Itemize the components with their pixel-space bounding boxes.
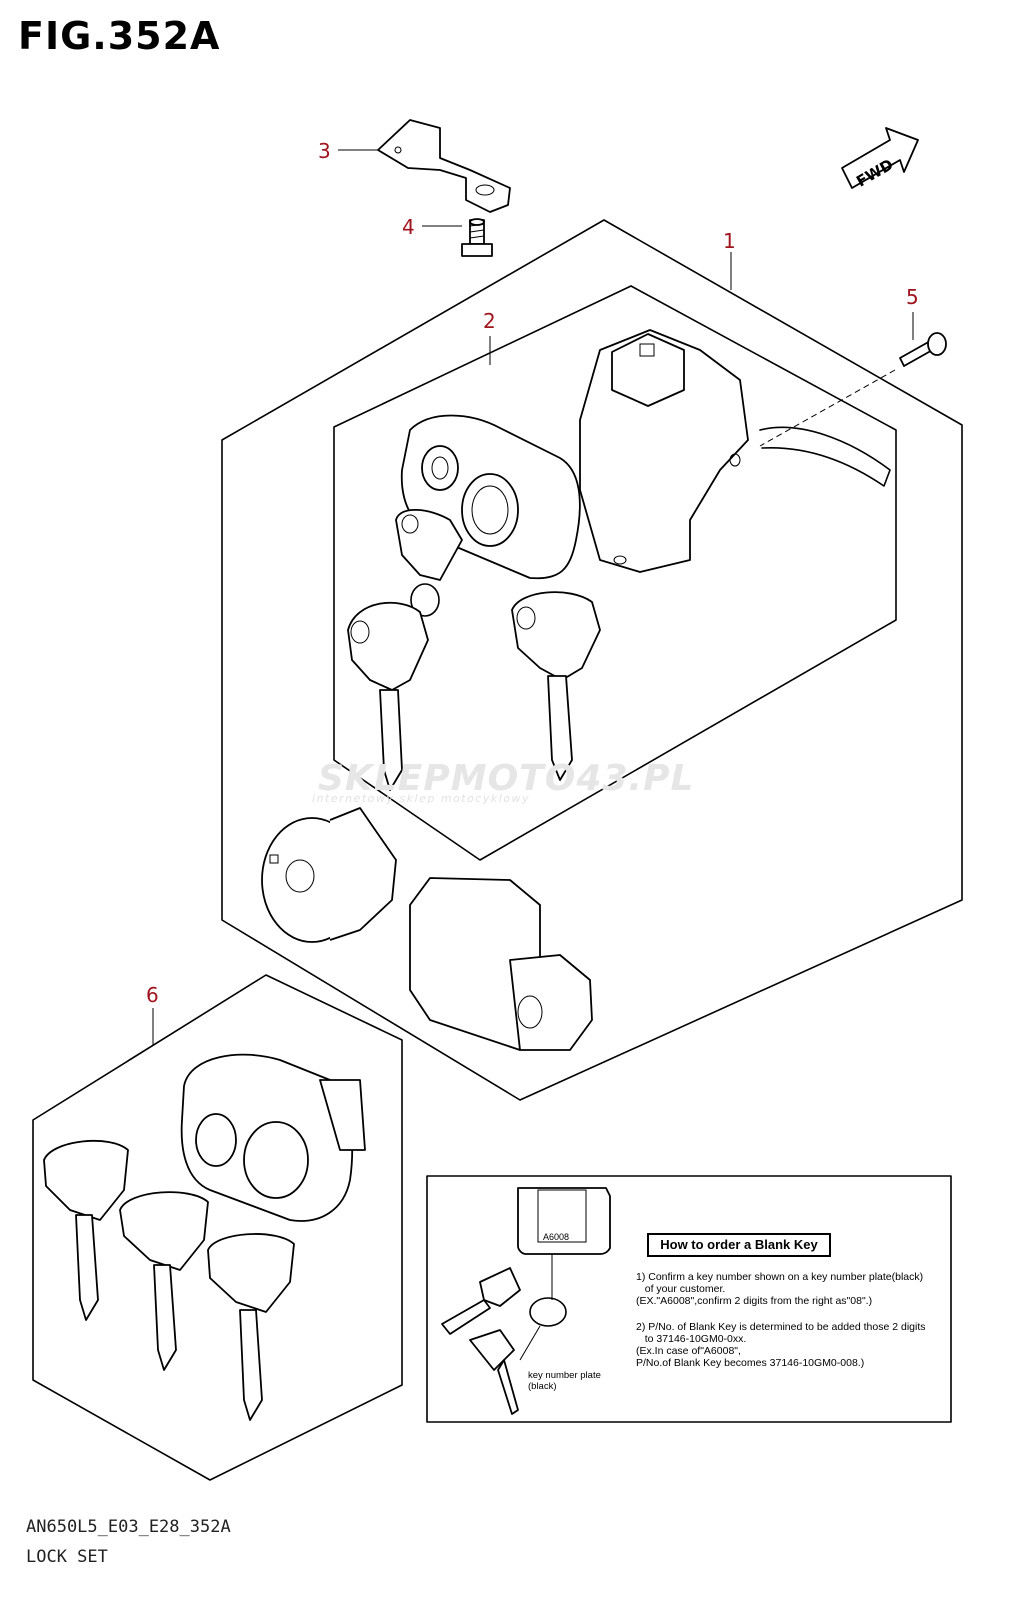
key-right: [511, 591, 601, 781]
watermark-tagline: internetowy sklep motocyklowy: [312, 792, 531, 805]
bolt-part-4: [461, 218, 493, 257]
callout-4: 4: [402, 215, 415, 239]
callout-6: 6: [146, 983, 159, 1007]
screw-part-5: [899, 332, 947, 367]
helmet-lock: [409, 877, 593, 1051]
lock-set-part-6: [180, 1053, 366, 1222]
callout-5: 5: [906, 285, 919, 309]
figure-code: AN650L5_E03_E28_352A: [26, 1517, 231, 1537]
watermark-brand: SKLEPMOTO43.PL: [318, 758, 695, 799]
blank-key-step-2: 2) P/No. of Blank Key is determined to b…: [636, 1321, 926, 1369]
spare-key-1: [43, 1139, 129, 1321]
plate-caption: key number plate (black): [528, 1370, 601, 1392]
plate-code: A6008: [543, 1232, 569, 1242]
spare-key-3: [207, 1233, 295, 1421]
blank-key-note-box: [426, 1175, 952, 1423]
bracket-part-3: [377, 119, 511, 213]
key-number-plate-illustration: A6008: [441, 1187, 611, 1415]
key-left: [347, 601, 429, 791]
blank-key-step-1: 1) Confirm a key number shown on a key n…: [636, 1271, 924, 1307]
callout-1: 1: [723, 229, 736, 253]
seat-lock-cylinder: [261, 807, 397, 943]
figure-caption: LOCK SET: [26, 1547, 108, 1567]
assembly-outline-2: [333, 285, 897, 861]
leader-lines: [152, 149, 914, 1045]
figure-title: FIG.352A: [18, 14, 221, 58]
spare-key-2: [119, 1191, 209, 1371]
ignition-switch: [400, 329, 891, 580]
assembly-outline-6: [32, 974, 403, 1481]
callout-3: 3: [318, 139, 331, 163]
assembly-outline-1: [221, 219, 963, 1101]
callout-2: 2: [483, 309, 496, 333]
key-with-ring: [395, 508, 463, 617]
blank-key-heading: How to order a Blank Key: [647, 1233, 831, 1257]
fwd-arrow-icon: FWD: [841, 127, 919, 191]
